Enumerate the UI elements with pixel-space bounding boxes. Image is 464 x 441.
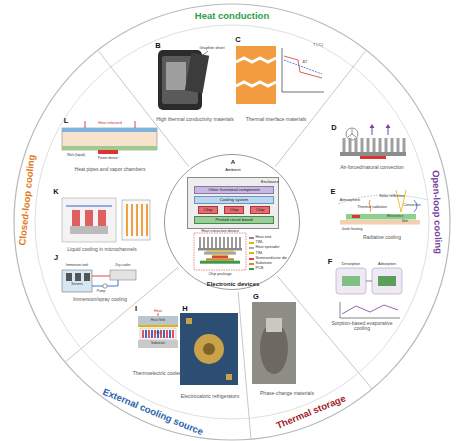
annotation: Immersion/spray cooling bbox=[73, 297, 127, 302]
legend-label: Substrate bbox=[256, 262, 272, 266]
legend-swatch bbox=[249, 252, 254, 254]
component-box: Cooling system bbox=[194, 196, 274, 204]
annotation: Substrate bbox=[151, 342, 165, 345]
legend-swatch bbox=[249, 242, 254, 244]
annotation: Sorption-based evaporative cooling bbox=[331, 321, 393, 332]
panel-letter: K bbox=[53, 188, 58, 196]
legend-row: TIM₂ bbox=[249, 241, 264, 245]
annotation: TEC bbox=[155, 332, 162, 335]
legend-row: Heat sink bbox=[249, 236, 271, 240]
annotation: Heat extraction device bbox=[201, 229, 239, 233]
annotation: Pump bbox=[97, 290, 106, 293]
panel-letter: G bbox=[253, 293, 259, 301]
annotation: Chip package bbox=[208, 272, 231, 276]
annotation: High thermal conductivity materials bbox=[156, 117, 234, 122]
legend-row: PCB bbox=[249, 267, 263, 271]
annotation: Graphite sheet bbox=[200, 46, 225, 50]
panel-letter: B bbox=[155, 42, 160, 50]
annotation: Adsorption bbox=[378, 262, 396, 266]
annotation: ΔT bbox=[303, 60, 308, 64]
component-box: Other functional component bbox=[194, 186, 274, 194]
legend-label: Semiconductor die bbox=[256, 257, 287, 261]
legend-label: Heat spreader bbox=[256, 246, 280, 250]
annotation: Immersion tank bbox=[66, 264, 89, 267]
node-label: Electronic devices bbox=[207, 281, 260, 287]
node-label: Enclosure bbox=[261, 180, 279, 184]
annotation: Phase-change materials bbox=[260, 391, 314, 396]
panel-letter: I bbox=[135, 305, 137, 313]
annotation: Convection bbox=[403, 204, 421, 208]
section-heading: Open-loop cooling bbox=[431, 170, 444, 254]
node-label: Chip bbox=[230, 208, 239, 212]
annotation: Liquid cooling in microchannels bbox=[67, 247, 137, 252]
panel-letter: E bbox=[330, 188, 335, 196]
legend-row: Semiconductor die bbox=[249, 257, 287, 261]
legend-swatch bbox=[249, 258, 254, 260]
annotation: Thermoelectric coolers bbox=[133, 371, 184, 376]
annotation: Electrocaloric refrigerators bbox=[181, 394, 239, 399]
legend-row: Substrate bbox=[249, 262, 272, 266]
component-box: Chip bbox=[198, 206, 218, 214]
node-label: Other functional component bbox=[208, 188, 259, 192]
device-circle: A AmbientElectronic devices EnclosureOther… bbox=[164, 154, 300, 290]
panel-letter: C bbox=[235, 36, 240, 44]
legend-label: TIM₁ bbox=[256, 252, 264, 256]
annotation: Atmosphere bbox=[340, 198, 360, 202]
node-label: Cooling system bbox=[220, 198, 249, 202]
annotation: Air-forced/natural convection bbox=[340, 165, 404, 170]
annotation: Heat released bbox=[98, 121, 122, 125]
node-label: Chip bbox=[256, 208, 265, 212]
annotation: Joule heating bbox=[342, 228, 363, 232]
legend-row: TIM₁ bbox=[249, 252, 263, 256]
annotation: Solar reflection bbox=[379, 194, 404, 198]
annotation: Wick (liquid) bbox=[67, 154, 85, 157]
component-box: Chip bbox=[250, 206, 270, 214]
annotation: Heat Sink bbox=[151, 319, 165, 322]
component-box: EnclosureOther functional componentCooli… bbox=[187, 177, 279, 229]
panel-letter: L bbox=[64, 117, 69, 125]
annotation: Heat bbox=[154, 309, 162, 313]
legend-label: TIM₂ bbox=[256, 241, 264, 245]
legend-swatch bbox=[249, 247, 254, 249]
component-box: Chip bbox=[224, 206, 244, 214]
panel-letter: H bbox=[182, 305, 187, 313]
annotation: Thermal interface materials bbox=[246, 117, 307, 122]
annotation: Thermal radiation bbox=[357, 205, 387, 209]
node-label: Ambient bbox=[225, 167, 240, 171]
annotation: Electronics bbox=[387, 215, 403, 218]
node-label: Printed circuit board bbox=[215, 218, 252, 222]
component-box: Printed circuit board bbox=[194, 216, 274, 224]
legend-swatch bbox=[249, 263, 254, 265]
section-heading: Heat conduction bbox=[195, 11, 269, 21]
legend-swatch bbox=[249, 237, 254, 239]
node-label: Chip bbox=[204, 208, 213, 212]
annotation: Desorption bbox=[342, 262, 360, 266]
panel-letter: F bbox=[328, 258, 333, 266]
annotation: Radiative cooling bbox=[363, 235, 401, 240]
annotation: Servers bbox=[71, 283, 82, 286]
legend-row: Heat spreader bbox=[249, 246, 280, 250]
legend-label: PCB bbox=[256, 267, 264, 271]
annotation: T (°C) bbox=[313, 43, 323, 47]
legend-label: Heat sink bbox=[256, 236, 272, 240]
annotation: Heat pipes and vapor chambers bbox=[75, 167, 146, 172]
panel-letter: J bbox=[54, 254, 58, 262]
annotation: Skin bbox=[402, 220, 408, 223]
annotation: Power device bbox=[98, 157, 118, 160]
annotation: Dry cooler bbox=[115, 264, 130, 267]
panel-letter: D bbox=[331, 124, 336, 132]
node-label: A bbox=[231, 159, 235, 165]
legend-swatch bbox=[249, 268, 254, 270]
